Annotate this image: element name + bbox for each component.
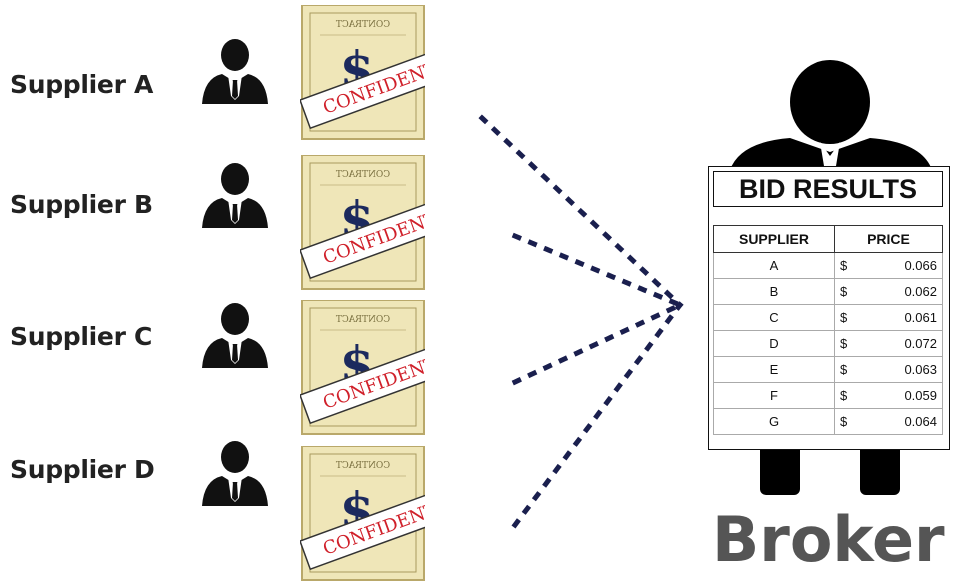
connector-line-a <box>478 114 684 309</box>
broker-label: Broker <box>712 503 945 576</box>
supplier-cell: B <box>713 278 835 305</box>
table-row: A $ 0.066 <box>713 252 943 279</box>
supplier-b-person-icon <box>202 163 268 228</box>
price-cell: 0.063 <box>865 356 943 383</box>
currency-cell: $ <box>834 408 865 435</box>
table-row: E $ 0.063 <box>713 356 943 383</box>
connector-line-b <box>511 232 684 309</box>
table-row: D $ 0.072 <box>713 330 943 357</box>
table-row: G $ 0.064 <box>713 408 943 435</box>
price-cell: 0.061 <box>865 304 943 331</box>
supplier-cell: G <box>713 408 835 435</box>
column-header-price: PRICE <box>834 225 943 253</box>
contract-a-icon: CONTRACT $ CONFIDENTIAL <box>300 5 425 140</box>
currency-cell: $ <box>834 252 865 279</box>
supplier-c-person-icon <box>202 303 268 368</box>
broker-silhouette <box>730 60 932 495</box>
bid-results-table: SUPPLIER PRICE A $ 0.066 B $ 0.062 C $ 0… <box>713 225 943 435</box>
price-cell: 0.066 <box>865 252 943 279</box>
currency-cell: $ <box>834 382 865 409</box>
connector-line-d <box>511 301 684 529</box>
bid-results-title: BID RESULTS <box>713 171 943 207</box>
supplier-b-label: Supplier B <box>10 190 153 219</box>
supplier-d-label: Supplier D <box>10 455 155 484</box>
supplier-cell: A <box>713 252 835 279</box>
table-row: C $ 0.061 <box>713 304 943 331</box>
supplier-d-person-icon <box>202 441 268 506</box>
contract-header: CONTRACT <box>336 315 390 325</box>
bid-results-card: BID RESULTS SUPPLIER PRICE A $ 0.066 B $… <box>708 166 950 450</box>
contract-header: CONTRACT <box>336 20 390 30</box>
currency-cell: $ <box>834 330 865 357</box>
supplier-cell: F <box>713 382 835 409</box>
contract-c-icon: CONTRACT $ CONFIDENTIAL <box>300 300 425 435</box>
supplier-c-label: Supplier C <box>10 322 153 351</box>
contract-header: CONTRACT <box>336 170 390 180</box>
table-row: F $ 0.059 <box>713 382 943 409</box>
currency-cell: $ <box>834 356 865 383</box>
price-cell: 0.072 <box>865 330 943 357</box>
table-row: B $ 0.062 <box>713 278 943 305</box>
supplier-cell: C <box>713 304 835 331</box>
table-header-row: SUPPLIER PRICE <box>713 225 943 253</box>
column-header-supplier: SUPPLIER <box>713 225 835 253</box>
supplier-cell: E <box>713 356 835 383</box>
connector-line-c <box>511 301 684 386</box>
supplier-a-label: Supplier A <box>10 70 154 99</box>
price-cell: 0.064 <box>865 408 943 435</box>
price-cell: 0.059 <box>865 382 943 409</box>
supplier-a-person-icon <box>202 39 268 104</box>
currency-cell: $ <box>834 278 865 305</box>
price-cell: 0.062 <box>865 278 943 305</box>
supplier-cell: D <box>713 330 835 357</box>
currency-cell: $ <box>834 304 865 331</box>
contract-d-icon: CONTRACT $ CONFIDENTIAL <box>300 446 425 581</box>
contract-header: CONTRACT <box>336 461 390 471</box>
contract-b-icon: CONTRACT $ CONFIDENTIAL <box>300 155 425 290</box>
